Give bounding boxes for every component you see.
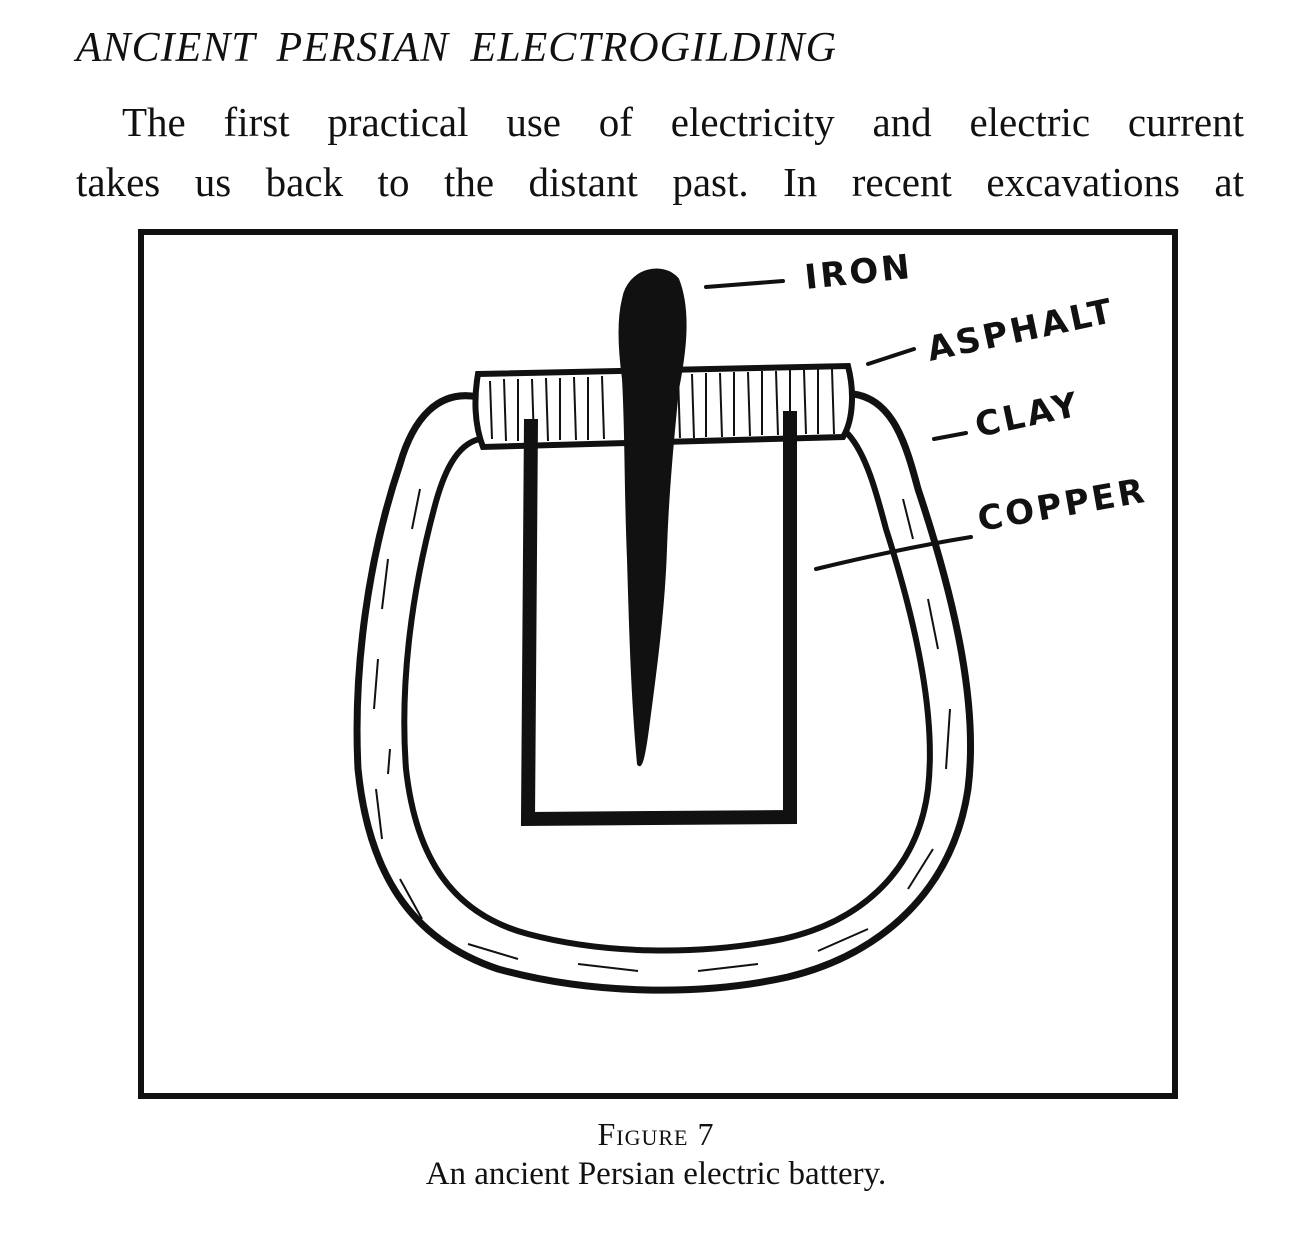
label-copper: COPPER (975, 471, 1150, 540)
clay-jar-outer (353, 390, 975, 994)
label-iron: IRON (803, 247, 915, 298)
battery-figure: IRON ASPHALT CLAY COPPER (138, 229, 1178, 1099)
figure-frame (138, 229, 1178, 1099)
paragraph-line-1: The first practical use of electricity a… (122, 99, 1244, 145)
figure-number: Figure 7 (597, 1116, 715, 1152)
clay-jar-inner (401, 431, 933, 954)
iron-rod (618, 268, 687, 767)
battery-illustration: IRON ASPHALT CLAY COPPER (138, 229, 1178, 1099)
section-heading: ANCIENT PERSIAN ELECTROGILDING (76, 25, 837, 71)
clay-texture (373, 488, 951, 972)
label-clay: CLAY (972, 385, 1084, 446)
label-asphalt: ASPHALT (924, 291, 1119, 370)
paragraph-line-2: takes us back to the distant past. In re… (76, 159, 1244, 205)
label-leaders (704, 279, 973, 571)
copper-cylinder (520, 411, 797, 827)
figure-caption: An ancient Persian electric battery. (425, 1156, 887, 1192)
